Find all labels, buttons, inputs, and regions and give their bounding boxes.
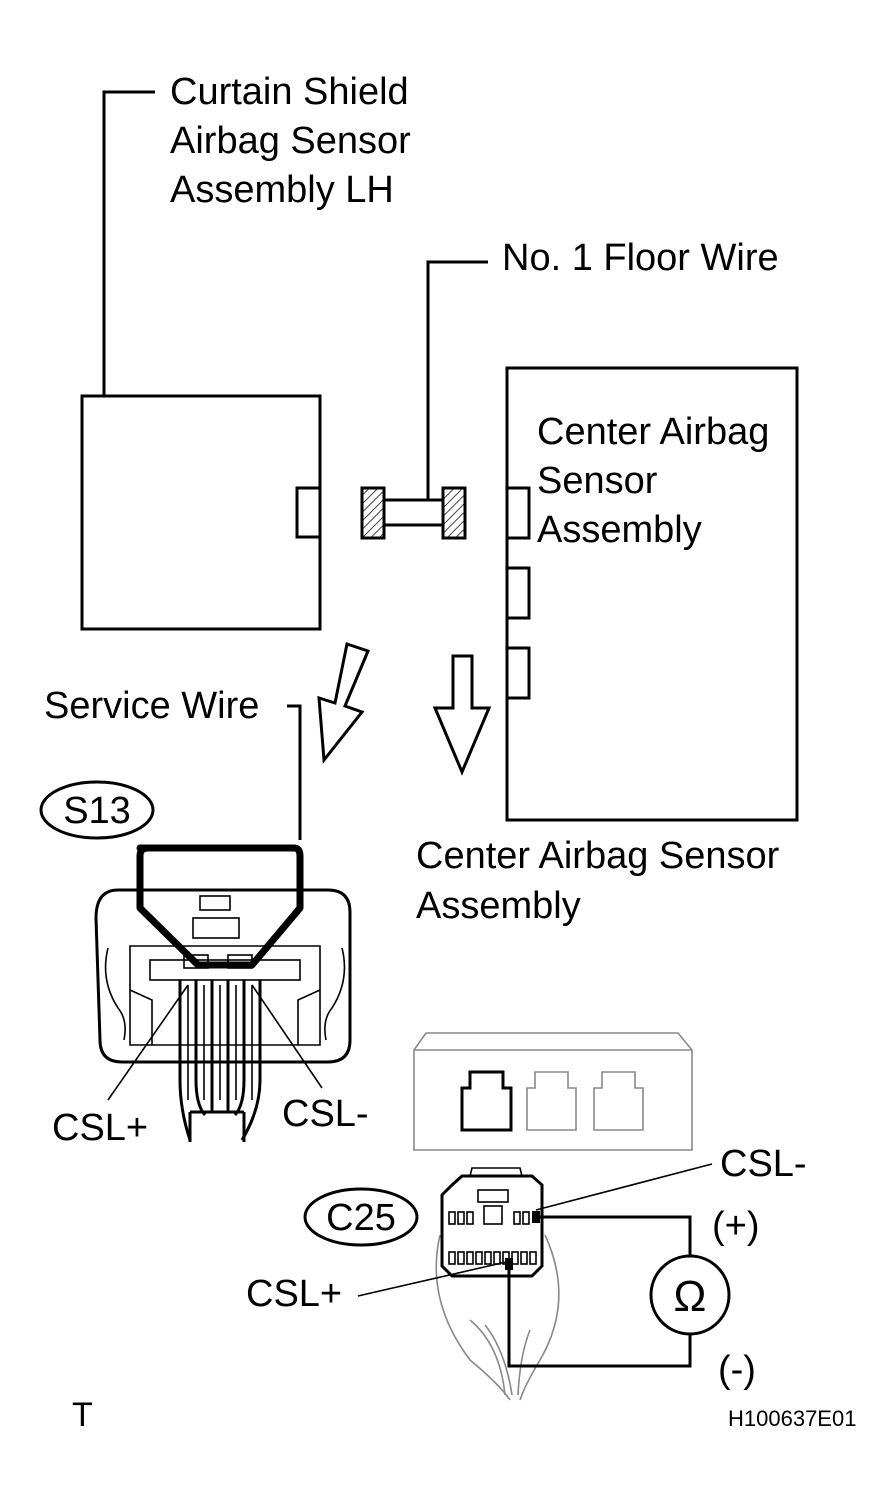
corner-letter: T [72,1396,93,1434]
curtain-shield-sensor-box [80,90,322,631]
csl-minus-left-label: CSL- [282,1093,369,1135]
center-sensor-box [505,366,799,822]
curtain-label-line1: Curtain Shield [170,71,409,113]
figure-id: H100637E01 [728,1406,856,1431]
minus-terminal-label: (-) [718,1349,756,1391]
down-arrow-icon [317,642,371,764]
c25-badge [303,1187,419,1247]
center-box-label-line2: Sensor [537,460,658,502]
csl-minus-leader [535,1163,713,1211]
floor-wire-connector [360,260,488,540]
csl-minus-right-label: CSL- [720,1143,807,1185]
center-box-label-line1: Center Airbag [537,411,769,453]
plus-terminal-label: (+) [712,1205,760,1247]
center-box-label-line3: Assembly [537,509,702,551]
csl-plus-leader [357,1261,507,1297]
s13-label: S13 [63,790,131,832]
ohm-symbol: Ω [674,1272,707,1321]
csl-plus-right-label: CSL+ [246,1273,342,1315]
curtain-label-line2: Airbag Sensor [170,120,411,162]
down-arrow-icon [432,654,492,776]
s13-connector [94,844,352,1142]
service-wire-leader [287,704,302,840]
s13-badge [39,780,155,840]
service-wire-label: Service Wire [44,685,259,727]
center-caption-line2: Assembly [416,885,581,927]
csl-plus-left-label: CSL+ [52,1107,148,1149]
center-caption-line1: Center Airbag Sensor [416,835,780,877]
test-leads [507,1215,731,1368]
sensor-socket-panel [413,1032,693,1151]
curtain-label-line3: Assembly LH [170,169,394,211]
floor-wire-label: No. 1 Floor Wire [502,237,779,279]
c25-label: C25 [326,1197,396,1239]
ohmmeter-icon [649,1254,731,1336]
